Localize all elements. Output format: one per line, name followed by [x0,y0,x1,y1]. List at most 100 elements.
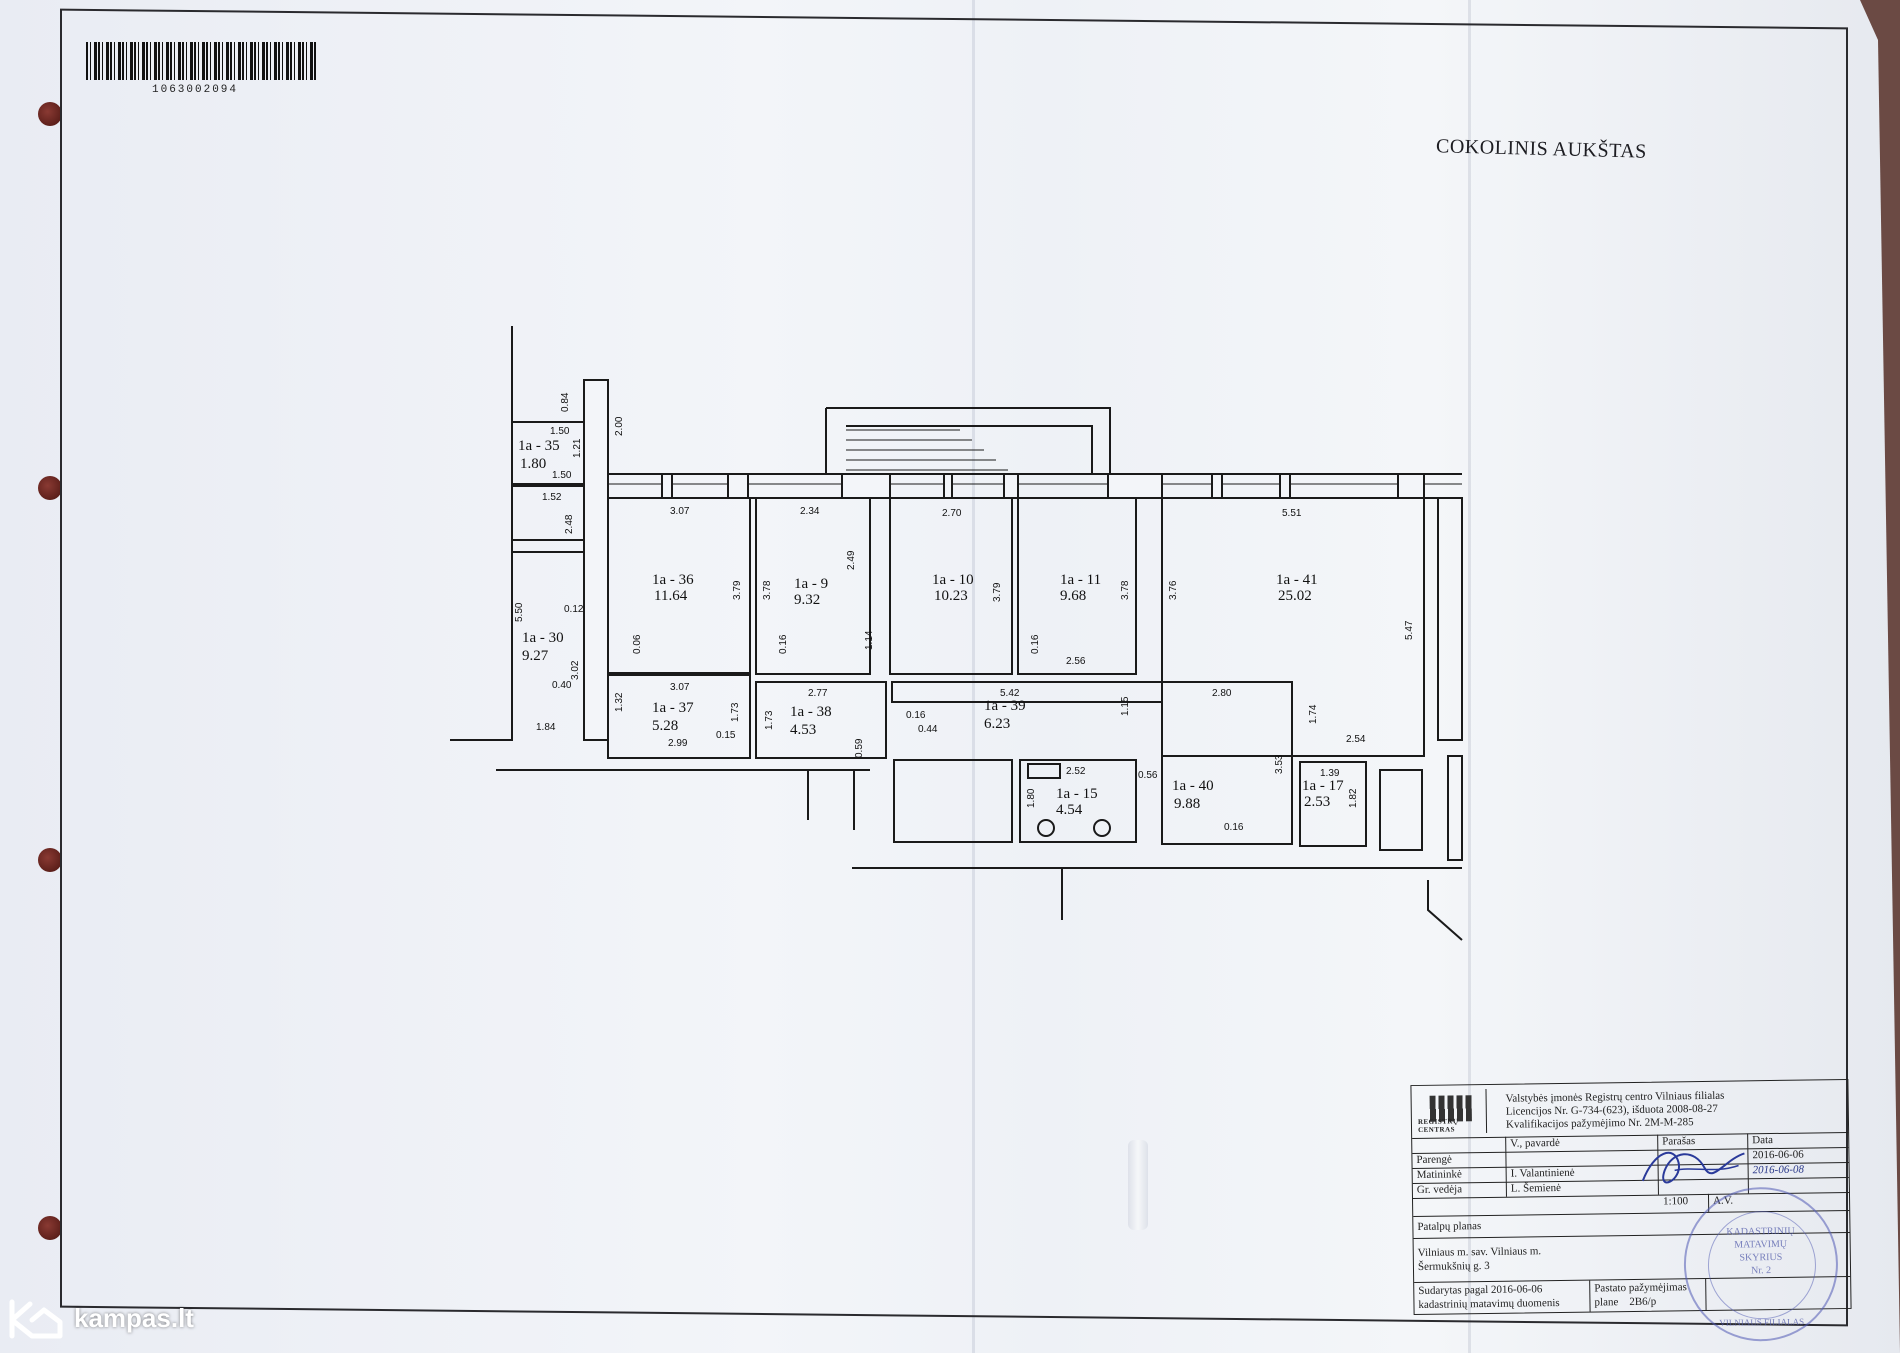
svg-text:1.52: 1.52 [542,492,562,503]
svg-text:0.84: 0.84 [560,392,571,412]
svg-text:1.50: 1.50 [552,470,572,481]
svg-text:1.80: 1.80 [1026,788,1037,808]
room-label: 1a - 11 [1060,572,1101,588]
building-code: 2B6/p [1629,1295,1657,1309]
svg-text:0.44: 0.44 [918,724,938,735]
svg-text:3.02: 3.02 [570,660,581,680]
seal-ring-text: VILNIAUS FILIALAS [1719,1316,1805,1328]
svg-text:0.16: 0.16 [1030,634,1041,654]
handwritten-date: 2016-06-08 [1752,1163,1805,1177]
address-line-1: Vilniaus m. sav. Vilniaus m. [1417,1245,1542,1259]
punch-hole [38,102,62,126]
barcode-number: 1063002094 [152,84,239,96]
svg-text:3.78: 3.78 [1120,580,1131,600]
date-value: 2016-06-06 [1752,1148,1804,1162]
punch-hole [38,848,62,872]
svg-text:0.16: 0.16 [778,634,789,654]
paper-tear [1128,1140,1148,1230]
svg-text:3.07: 3.07 [670,506,690,517]
svg-text:0.56: 0.56 [1138,770,1158,781]
svg-text:1.32: 1.32 [614,692,625,712]
svg-text:2.52: 2.52 [1066,766,1086,777]
room-label: 1a - 36 [652,572,694,588]
room-label: 1a - 17 [1302,778,1344,794]
svg-text:0.06: 0.06 [632,634,643,654]
svg-text:0.40: 0.40 [552,680,572,691]
svg-text:5.51: 5.51 [1282,508,1302,519]
watermark-text: kampas.lt [74,1302,194,1333]
role-label: Parengė [1412,1151,1507,1169]
svg-text:2.77: 2.77 [808,688,828,699]
svg-text:0.16: 0.16 [1224,822,1244,833]
building-label-2: plane [1594,1296,1619,1309]
seal-line-4: Nr. 2 [1750,1265,1772,1277]
room-label: 1a - 30 [522,630,564,646]
svg-text:3.78: 3.78 [762,580,773,600]
svg-text:5.50: 5.50 [514,602,525,622]
room-area: 25.02 [1278,588,1312,604]
room-label: 1a - 39 [984,698,1026,714]
svg-text:1.84: 1.84 [536,722,556,733]
svg-text:0.59: 0.59 [854,738,865,758]
barcode [86,42,318,80]
made-by-label-2: kadastrinių matavimų duomenis [1418,1297,1560,1311]
address-line-2: Šermukšnių g. 3 [1417,1259,1490,1273]
svg-text:1.74: 1.74 [1308,704,1319,724]
room-label: 1a - 41 [1276,572,1318,588]
svg-text:1.21: 1.21 [572,438,583,458]
room-area: 1.80 [520,456,546,472]
room-label: 1a - 37 [652,700,694,716]
room-label: 1a - 10 [932,572,974,588]
registry-logo: REGISTRŲ CENTRAS [1415,1089,1488,1134]
room-area: 5.28 [652,718,678,734]
svg-text:2.80: 2.80 [1212,688,1232,699]
svg-text:5.47: 5.47 [1404,620,1415,640]
paper-fold [1468,0,1471,1353]
svg-text:1.14: 1.14 [864,630,875,650]
svg-text:2.70: 2.70 [942,508,962,519]
room-area: 2.53 [1304,794,1330,810]
logo-label: REGISTRŲ CENTRAS [1417,1117,1459,1134]
room-label: 1a - 9 [794,576,828,592]
svg-text:1.73: 1.73 [730,702,741,722]
svg-text:0.15: 0.15 [716,730,736,741]
title-block: REGISTRŲ CENTRAS Valstybės įmonės Regist… [1410,1078,1852,1343]
room-area: 10.23 [934,588,968,604]
watermark[interactable]: kampas.lt [8,1296,194,1340]
svg-text:3.07: 3.07 [670,682,690,693]
svg-text:2.49: 2.49 [846,550,857,570]
svg-text:0.12: 0.12 [564,604,584,615]
svg-text:2.48: 2.48 [564,514,575,534]
svg-text:3.79: 3.79 [732,580,743,600]
room-label: 1a - 15 [1056,786,1098,802]
col-date: Data [1752,1134,1774,1147]
svg-text:1.73: 1.73 [764,710,775,730]
room-area: 9.32 [794,592,820,608]
svg-text:2.99: 2.99 [668,738,688,749]
punch-hole [38,1216,62,1240]
room-label: 1a - 35 [518,438,560,454]
role-label: Matininkė [1412,1166,1507,1184]
role-label: Gr. vedėja [1412,1181,1507,1199]
svg-text:5.42: 5.42 [1000,688,1020,699]
svg-text:2.00: 2.00 [614,416,625,436]
room-area: 9.27 [522,648,549,664]
room-label: 1a - 38 [790,704,832,720]
signature [1641,1151,1745,1184]
room-label: 1a - 40 [1172,778,1214,794]
official-seal: KADASTRINIŲ MATAVIMŲ SKYRIUS Nr. 2 VILNI… [1682,1186,1840,1343]
svg-text:2.34: 2.34 [800,506,820,517]
svg-text:3.76: 3.76 [1168,580,1179,600]
room-area: 6.23 [984,716,1010,732]
paper-fold [972,0,975,1353]
svg-text:1.15: 1.15 [1120,696,1131,716]
room-area: 9.68 [1060,588,1086,604]
svg-text:0.16: 0.16 [906,710,926,721]
room-area: 11.64 [654,588,688,604]
org-line-3: Kvalifikacijos pažymėjimo Nr. 2M-M-285 [1505,1116,1694,1131]
room-area: 4.54 [1056,802,1083,818]
kampas-logo-icon [9,1299,63,1339]
svg-text:1.39: 1.39 [1320,768,1340,779]
